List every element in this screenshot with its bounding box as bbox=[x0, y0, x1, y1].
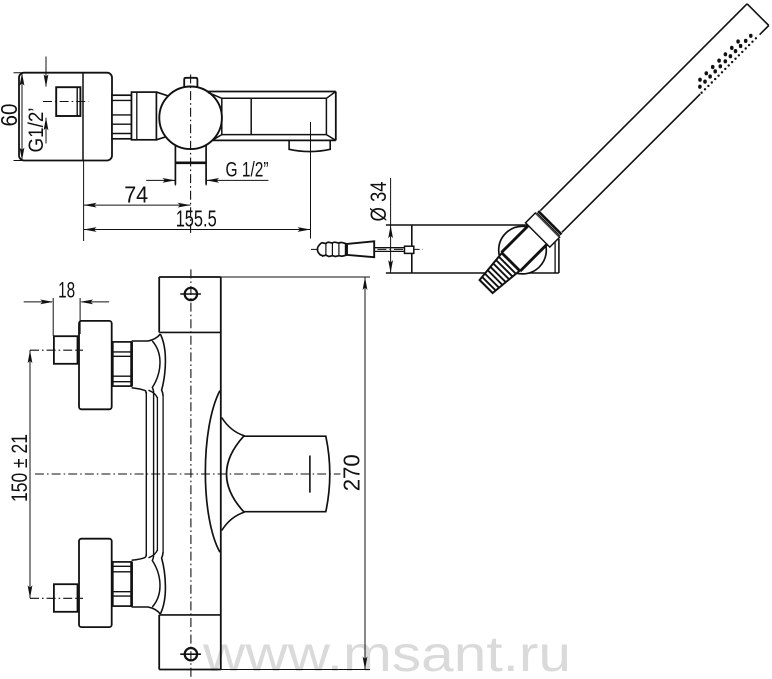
svg-text:G 1/2”: G 1/2” bbox=[226, 159, 269, 182]
svg-text:18: 18 bbox=[58, 278, 75, 303]
svg-text:Ø 34: Ø 34 bbox=[366, 182, 391, 222]
svg-text:155.5: 155.5 bbox=[176, 206, 217, 232]
svg-text:www.msant.ru: www.msant.ru bbox=[202, 626, 571, 679]
svg-text:270: 270 bbox=[339, 454, 365, 491]
svg-text:74: 74 bbox=[124, 181, 148, 207]
svg-text:60: 60 bbox=[0, 104, 22, 127]
svg-text:G1/2’: G1/2’ bbox=[24, 108, 48, 153]
svg-text:150 ± 21: 150 ± 21 bbox=[7, 434, 32, 502]
